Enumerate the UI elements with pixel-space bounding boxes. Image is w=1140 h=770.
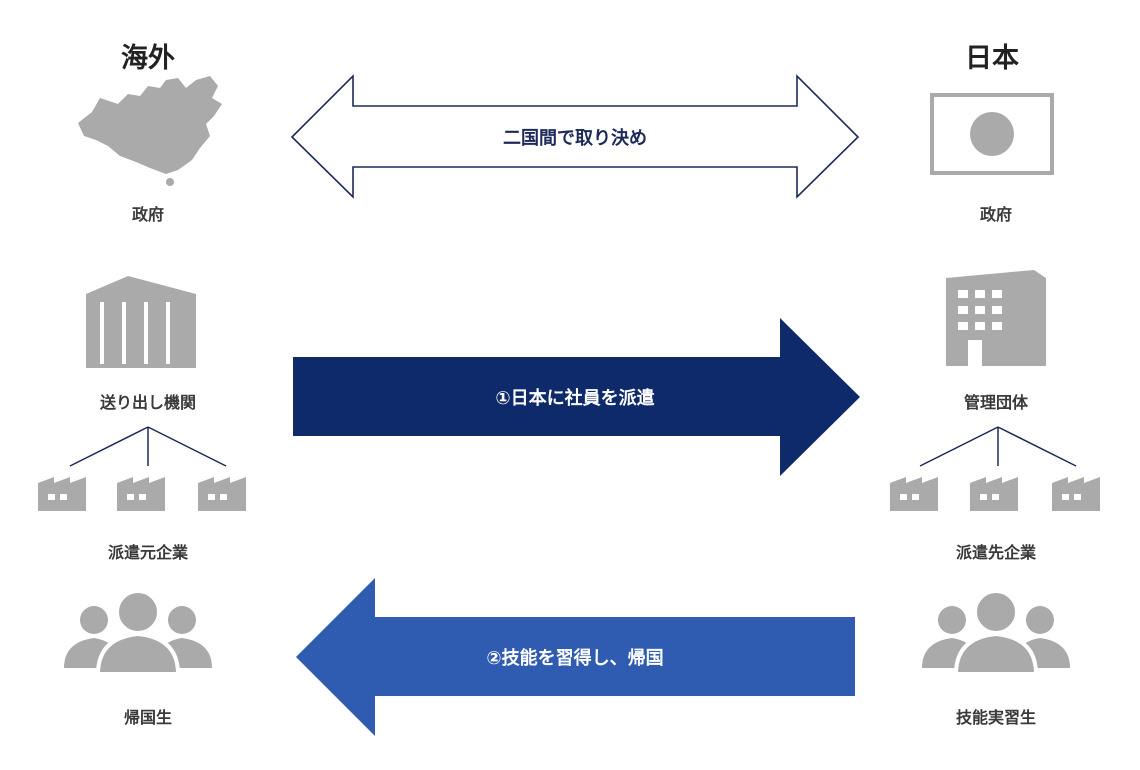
returnees-label: 帰国生 bbox=[123, 708, 173, 727]
tree-connectors bbox=[69, 426, 1077, 467]
overseas-government-label: 政府 bbox=[131, 205, 165, 224]
return-arrow bbox=[296, 578, 855, 736]
dispatch-arrow bbox=[293, 318, 860, 476]
return-arrow-label: ②技能を習得し、帰国 bbox=[486, 648, 664, 669]
factory-icon bbox=[1052, 477, 1100, 511]
sending-org-label: 送り出し機関 bbox=[99, 393, 197, 412]
building-pillars-icon bbox=[86, 276, 196, 368]
trainees-label: 技能実習生 bbox=[955, 708, 1037, 727]
japan-header: 日本 bbox=[965, 43, 1019, 74]
host-companies-label: 派遣先企業 bbox=[955, 543, 1037, 562]
factory-icon bbox=[117, 477, 165, 511]
factory-icon bbox=[890, 477, 938, 511]
japan-flag-icon bbox=[930, 93, 1054, 175]
people-group-icon bbox=[920, 589, 1072, 676]
factory-icon bbox=[970, 477, 1018, 511]
china-map-icon bbox=[78, 76, 222, 186]
agreement-arrow-label: 二国間で取り決め bbox=[503, 128, 647, 149]
agreement-arrow bbox=[290, 74, 860, 199]
dispatch-arrow-label: ①日本に社員を派遣 bbox=[495, 388, 655, 409]
people-group-icon bbox=[62, 589, 214, 676]
japan-government-label: 政府 bbox=[979, 205, 1013, 224]
office-building-icon bbox=[946, 270, 1046, 366]
dispatch-companies-label: 派遣元企業 bbox=[107, 543, 189, 562]
factory-icon bbox=[38, 477, 86, 511]
factory-icon bbox=[198, 477, 246, 511]
supervising-org-label: 管理団体 bbox=[963, 393, 1029, 412]
overseas-header: 海外 bbox=[121, 43, 175, 74]
